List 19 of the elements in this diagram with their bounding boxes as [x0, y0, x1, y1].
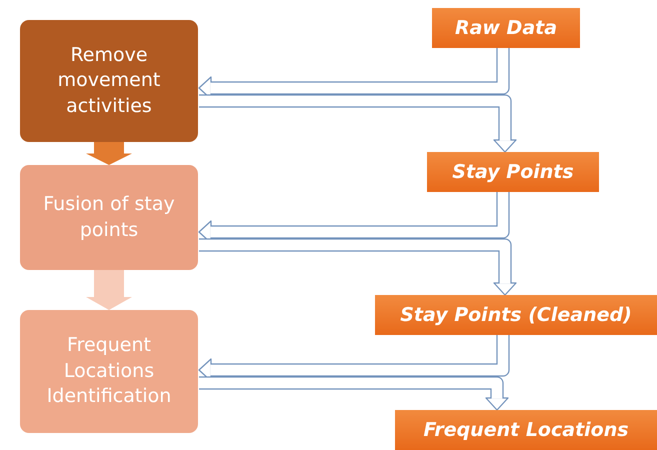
- block-arrow: [86, 270, 132, 310]
- process-box: [20, 310, 198, 433]
- process-box: [20, 20, 198, 142]
- box-label: Raw Data: [454, 17, 558, 39]
- data-banner: [395, 410, 657, 450]
- process-box: [20, 165, 198, 270]
- block-arrow: [86, 142, 132, 165]
- hollow-arrow: [199, 238, 517, 296]
- box-label: Frequent Locations: [423, 419, 629, 441]
- box-label: Stay Points (Cleaned): [400, 304, 632, 326]
- data-banner: [427, 152, 599, 192]
- data-banner: [432, 8, 580, 48]
- box-label: Remove movement activities: [56, 42, 162, 119]
- data-banner: [375, 295, 657, 335]
- box-label: Fusion of stay points: [42, 192, 176, 242]
- box-label: Frequent Locations Identification: [46, 333, 172, 410]
- hollow-arrow: [199, 94, 517, 153]
- hollow-arrow: [199, 376, 509, 411]
- box-label: Stay Points: [452, 161, 574, 183]
